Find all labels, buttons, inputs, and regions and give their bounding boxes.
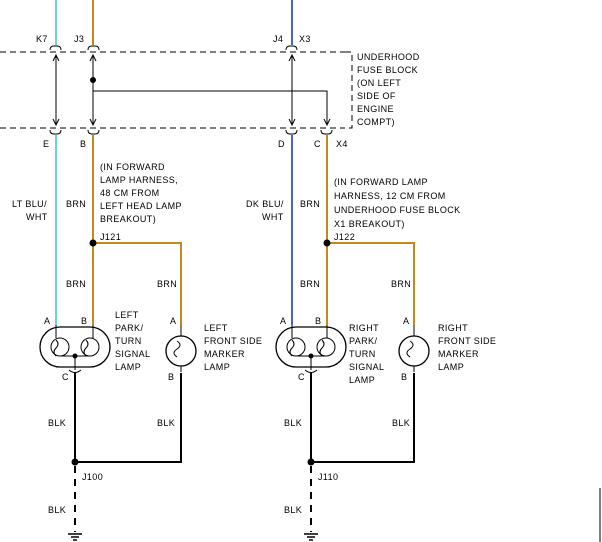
left-park-pin-a: A [44,316,50,326]
splice-j121-label: J121 [100,232,121,242]
connector-j4-label: J4 [273,34,283,44]
svg-text:SIGNAL: SIGNAL [115,349,150,359]
blk-label-right-marker: BLK [392,418,410,428]
fuse-block-splice-dot [90,77,96,83]
svg-text:COMPT): COMPT) [357,117,395,127]
svg-text:BRN: BRN [157,279,177,289]
connector-j3-label: J3 [74,34,84,44]
svg-text:BRN: BRN [391,279,411,289]
blk-label-right-park: BLK [284,418,302,428]
left-park-lamp-label: LEFT PARK/ TURN SIGNAL LAMP [115,310,150,372]
fuse-block-internal-wiring [52,53,331,127]
left-marker-pin-b: B [168,372,174,382]
connector-x3-label: X3 [299,34,311,44]
ground-symbol-left [68,533,82,541]
svg-text:(IN FORWARD: (IN FORWARD [100,162,165,172]
brn-wire-right-marker [327,242,415,325]
right-marker-lamp [398,325,430,372]
svg-text:LAMP: LAMP [438,362,464,372]
pin-b-label: B [80,139,86,149]
svg-text:ENGINE: ENGINE [357,104,394,114]
svg-text:LEFT: LEFT [204,323,228,333]
svg-text:LAMP: LAMP [204,362,230,372]
svg-text:LEFT HEAD LAMP: LEFT HEAD LAMP [100,201,182,211]
connector-x4-label: X4 [336,139,348,149]
svg-text:DK BLU/: DK BLU/ [246,199,284,209]
right-marker-pin-a: A [403,316,409,326]
left-park-pin-c: C [62,372,69,382]
left-park-turn-lamp [39,325,111,373]
pin-c-label: C [314,139,321,149]
harness-note-right: (IN FORWARD LAMP HARNESS, 12 CM FROM UND… [334,177,461,229]
svg-text:LEFT: LEFT [115,310,139,320]
connector-k7-label: K7 [36,34,48,44]
right-park-pin-b: B [315,316,321,326]
right-park-pin-a: A [280,316,286,326]
svg-text:LAMP: LAMP [349,375,375,385]
svg-text:LT BLU/: LT BLU/ [12,199,47,209]
svg-text:UNDERHOOD FUSE BLOCK: UNDERHOOD FUSE BLOCK [334,205,461,215]
svg-text:BREAKOUT): BREAKOUT) [100,214,156,224]
splice-j122 [323,239,331,247]
splice-j110-label: J110 [318,472,338,482]
svg-text:BRN: BRN [66,199,86,209]
svg-text:MARKER: MARKER [204,349,245,359]
svg-text:BRN: BRN [66,279,86,289]
svg-text:(ON LEFT: (ON LEFT [357,78,401,88]
left-marker-pin-a: A [170,316,176,326]
fuse-block-label: UNDERHOOD FUSE BLOCK (ON LEFT SIDE OF EN… [357,52,420,127]
svg-text:FUSE BLOCK: FUSE BLOCK [357,65,418,75]
svg-text:TURN: TURN [349,349,376,359]
splice-j121 [89,239,97,247]
svg-text:PARK/: PARK/ [349,336,377,346]
fuse-block-boundary [0,51,353,129]
splice-j100 [71,458,79,466]
svg-text:UNDERHOOD: UNDERHOOD [357,52,420,62]
right-marker-lamp-label: RIGHT FRONT SIDE MARKER LAMP [438,323,496,372]
svg-text:BRN: BRN [300,199,320,209]
blk-label-left-park: BLK [48,418,66,428]
left-marker-lamp-label: LEFT FRONT SIDE MARKER LAMP [204,323,262,372]
svg-text:TURN: TURN [115,336,142,346]
brn-wire-left-marker [93,242,182,325]
ground-symbol-right [304,533,318,541]
harness-note-left: (IN FORWARD LAMP HARNESS, 48 CM FROM LEF… [100,162,182,224]
blk-label-left-marker: BLK [157,418,175,428]
right-marker-pin-b: B [401,372,407,382]
svg-text:MARKER: MARKER [438,349,479,359]
right-park-lamp-label: RIGHT PARK/ TURN SIGNAL LAMP [349,323,384,385]
right-park-turn-lamp [275,325,347,373]
svg-text:HARNESS, 12 CM FROM: HARNESS, 12 CM FROM [334,191,446,201]
svg-text:LAMP HARNESS,: LAMP HARNESS, [100,175,178,185]
svg-text:48 CM FROM: 48 CM FROM [100,188,160,198]
blk-label-ground-right: BLK [284,505,302,515]
right-park-pin-c: C [298,372,305,382]
splice-j122-label: J122 [334,232,355,242]
svg-text:WHT: WHT [262,212,284,222]
svg-text:BRN: BRN [300,279,320,289]
pin-e-label: E [43,139,49,149]
svg-text:WHT: WHT [26,212,48,222]
svg-text:RIGHT: RIGHT [349,323,379,333]
blk-label-ground-left: BLK [48,505,66,515]
svg-text:SIDE OF: SIDE OF [357,91,396,101]
wire-labels: LT BLU/ WHT BRN DK BLU/ WHT BRN BRN BRN … [12,199,411,289]
splice-j110 [307,458,315,466]
blk-wire-right-ground [310,373,415,463]
svg-text:PARK/: PARK/ [115,323,143,333]
left-park-pin-b: B [81,316,87,326]
svg-text:FRONT SIDE: FRONT SIDE [204,336,262,346]
left-marker-lamp [165,325,197,372]
pin-d-label: D [278,139,285,149]
svg-text:(IN FORWARD LAMP: (IN FORWARD LAMP [334,177,428,187]
svg-text:RIGHT: RIGHT [438,323,468,333]
svg-text:FRONT SIDE: FRONT SIDE [438,336,496,346]
connector-brackets [49,45,333,135]
svg-text:X1 BREAKOUT): X1 BREAKOUT) [334,219,405,229]
splice-j100-label: J100 [82,472,103,482]
svg-text:SIGNAL: SIGNAL [349,362,384,372]
blk-wire-left-ground [74,373,182,463]
svg-text:LAMP: LAMP [115,362,141,372]
